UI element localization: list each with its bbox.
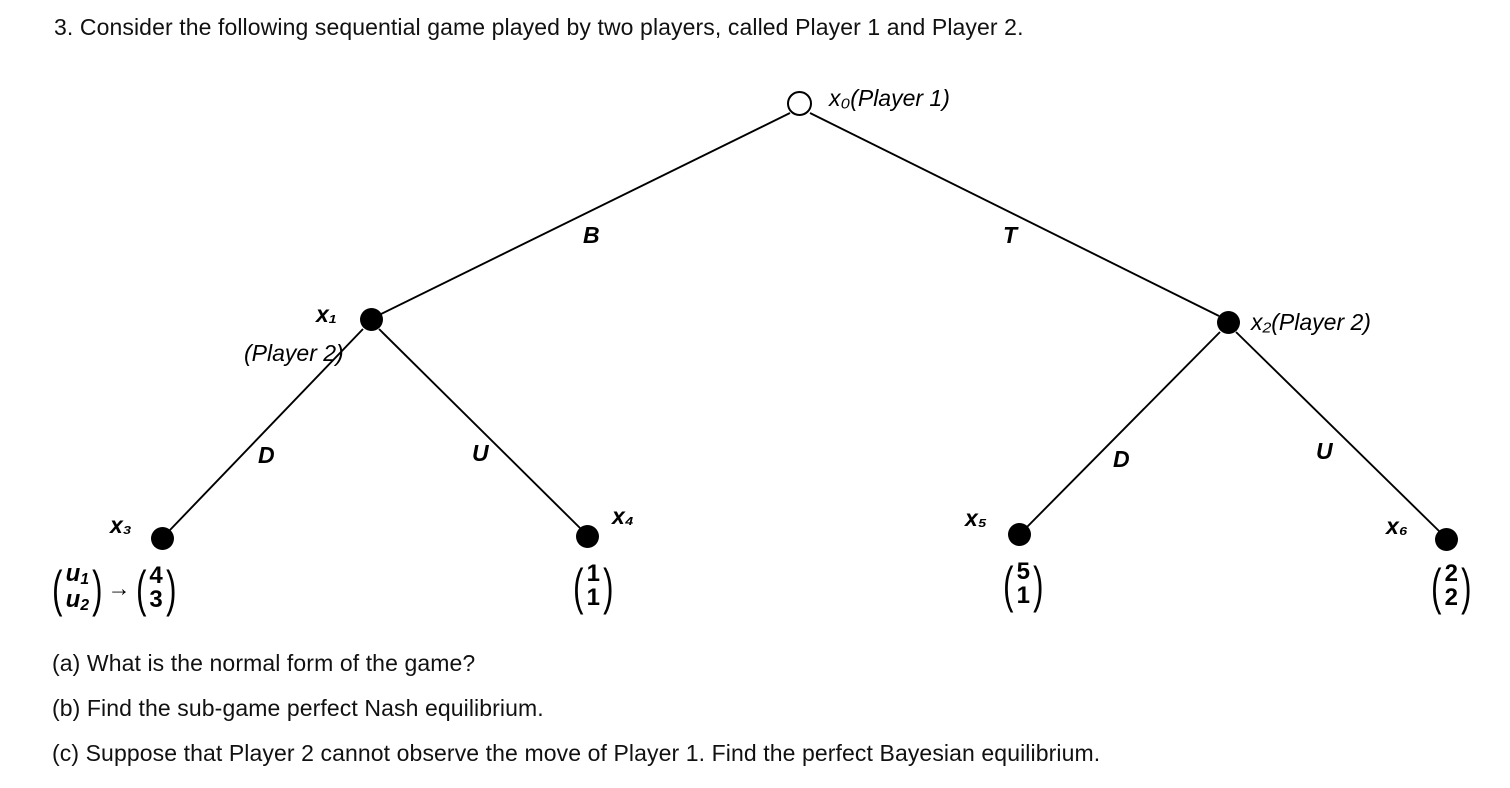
arrow-icon: → bbox=[107, 575, 131, 602]
node-label-x4: x₄ bbox=[612, 503, 635, 529]
payoff-x6: ( 2 2 ) bbox=[1431, 559, 1472, 615]
edge-x1-x4 bbox=[378, 328, 581, 529]
payoff-vector-x4: 1 1 bbox=[587, 562, 600, 610]
node-x3[interactable] bbox=[151, 527, 174, 550]
tree-edge-lines bbox=[169, 112, 1440, 532]
question-stem: 3. Consider the following sequential gam… bbox=[54, 14, 1024, 40]
node-x2[interactable] bbox=[1217, 311, 1240, 334]
node-x1[interactable] bbox=[360, 308, 383, 331]
payoff-x5: ( 5 1 ) bbox=[1003, 557, 1044, 613]
edge-label-D-left: D bbox=[258, 442, 275, 468]
payoff-x3-u2: 3 bbox=[149, 585, 163, 613]
question-part-c: (c) Suppose that Player 2 cannot observe… bbox=[52, 740, 1101, 766]
payoff-x5-u1: 5 bbox=[1016, 558, 1031, 585]
node-label-x1-owner: (Player 2) bbox=[244, 340, 344, 366]
node-x0[interactable] bbox=[787, 91, 812, 116]
payoff-x4-u2: 1 bbox=[586, 584, 601, 611]
utility-key-vector: u1 u2 bbox=[66, 562, 89, 613]
node-label-x5: x₅ bbox=[965, 505, 987, 531]
node-label-x6: x₆ bbox=[1386, 513, 1408, 539]
edge-label-U-left: U bbox=[472, 440, 489, 466]
node-x4[interactable] bbox=[576, 525, 599, 548]
payoff-x3: ( u1 u2 ) → ( 4 3 ) bbox=[52, 560, 177, 617]
payoff-x5-u2: 1 bbox=[1016, 582, 1031, 609]
payoff-vector-x5: 5 1 bbox=[1017, 560, 1030, 608]
node-label-x3: x₃ bbox=[110, 512, 132, 538]
node-label-x0: x₀(Player 1) bbox=[829, 85, 950, 111]
node-x6[interactable] bbox=[1435, 528, 1458, 551]
edge-label-T: T bbox=[1003, 222, 1018, 248]
question-part-b: (b) Find the sub-game perfect Nash equil… bbox=[52, 695, 544, 721]
edge-x0-x2 bbox=[809, 112, 1220, 317]
game-tree-diagram: x₀(Player 1) x₁ (Player 2) x₂(Player 2) … bbox=[52, 85, 1472, 617]
node-label-x1: x₁ bbox=[316, 301, 337, 327]
node-label-x2: x₂(Player 2) bbox=[1251, 309, 1371, 335]
utility-key-u1: u1 bbox=[65, 560, 90, 589]
payoff-x3-u1: 4 bbox=[149, 561, 163, 589]
edge-x2-x6 bbox=[1235, 331, 1440, 532]
edge-label-D-right: D bbox=[1113, 446, 1130, 472]
edge-x1-x3 bbox=[169, 328, 364, 531]
edge-label-U-right: U bbox=[1316, 438, 1333, 464]
edge-x0-x1 bbox=[380, 112, 791, 315]
payoff-x6-u1: 2 bbox=[1444, 560, 1459, 587]
payoff-x4: ( 1 1 ) bbox=[573, 559, 614, 615]
payoff-x6-u2: 2 bbox=[1444, 584, 1459, 611]
utility-key-u2: u2 bbox=[65, 585, 90, 614]
payoff-vector-x6: 2 2 bbox=[1445, 562, 1458, 610]
edge-label-B: B bbox=[583, 222, 600, 248]
payoff-x4-u1: 1 bbox=[586, 560, 601, 587]
edge-x2-x5 bbox=[1026, 331, 1221, 528]
question-part-a: (a) What is the normal form of the game? bbox=[52, 650, 476, 676]
payoff-vector-x3: 4 3 bbox=[149, 561, 163, 613]
node-x5[interactable] bbox=[1008, 523, 1031, 546]
